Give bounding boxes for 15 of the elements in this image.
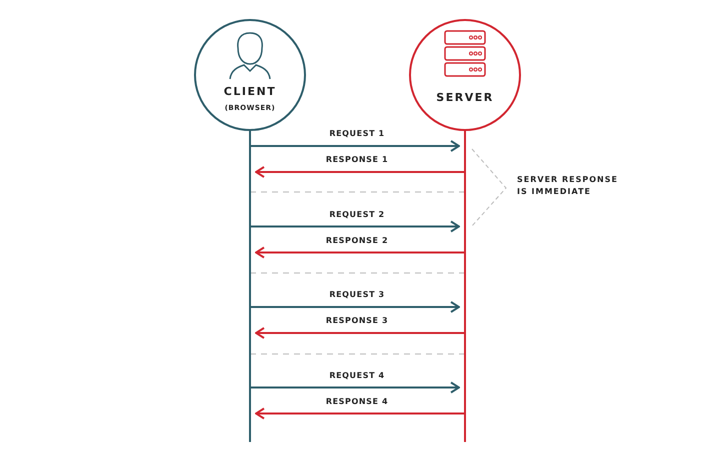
arrow	[251, 140, 460, 152]
edge-label: REQUEST 4	[327, 370, 387, 380]
arrow	[255, 327, 464, 339]
arrow	[251, 382, 460, 394]
edge-label: RESPONSE 4	[324, 396, 390, 406]
edge-label: RESPONSE 1	[324, 155, 390, 164]
arrow	[255, 166, 464, 178]
edge-label: REQUEST 1	[327, 129, 387, 138]
arrow	[255, 246, 464, 258]
actor-title: CLIENT	[222, 85, 278, 98]
arrow	[251, 301, 460, 313]
arrow	[255, 408, 464, 420]
arrow	[251, 220, 460, 232]
annotation-note: SERVER RESPONSE IS IMMEDIATE	[517, 174, 619, 198]
actor-title: SERVER	[435, 91, 495, 104]
